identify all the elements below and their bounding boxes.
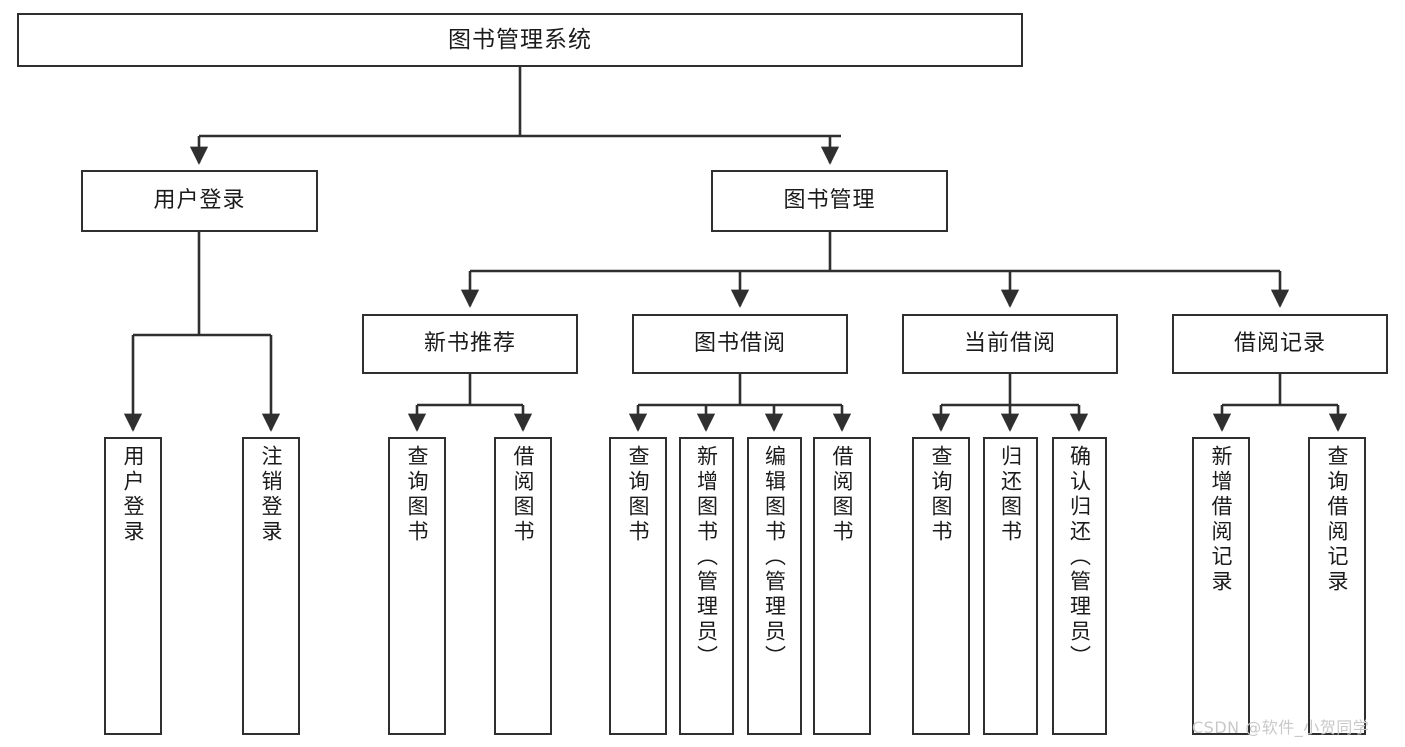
node-user-login[interactable]: 用户登录	[81, 170, 318, 232]
node-leaf-user-login[interactable]: 用户登录	[104, 437, 162, 735]
node-leaf-add-book-label: 新增图书（管理员）	[694, 445, 719, 670]
node-new-book-recommend[interactable]: 新书推荐	[362, 314, 578, 374]
node-leaf-logout[interactable]: 注销登录	[242, 437, 300, 735]
node-current-borrow-label: 当前借阅	[963, 331, 1056, 357]
node-root[interactable]: 图书管理系统	[17, 13, 1023, 67]
node-root-label: 图书管理系统	[448, 26, 592, 53]
node-leaf-edit-book[interactable]: 编辑图书（管理员）	[747, 437, 802, 735]
node-leaf-add-book[interactable]: 新增图书（管理员）	[679, 437, 734, 735]
node-leaf-add-record-label: 新增借阅记录	[1209, 445, 1234, 595]
node-leaf-logout-label: 注销登录	[259, 445, 284, 545]
node-leaf-confirm-return-label: 确认归还（管理员）	[1067, 445, 1092, 670]
node-leaf-query-book-1[interactable]: 查询图书	[388, 437, 446, 735]
node-leaf-borrow-book-2-label: 借阅图书	[830, 445, 855, 545]
node-leaf-edit-book-label: 编辑图书（管理员）	[762, 445, 787, 670]
node-leaf-return-book[interactable]: 归还图书	[983, 437, 1038, 735]
node-new-book-recommend-label: 新书推荐	[423, 331, 516, 357]
node-book-manage[interactable]: 图书管理	[711, 170, 948, 232]
node-leaf-query-book-1-label: 查询图书	[405, 445, 430, 545]
node-leaf-borrow-book-1[interactable]: 借阅图书	[494, 437, 552, 735]
node-leaf-query-book-2[interactable]: 查询图书	[609, 437, 667, 735]
node-leaf-confirm-return[interactable]: 确认归还（管理员）	[1052, 437, 1107, 735]
node-leaf-query-record[interactable]: 查询借阅记录	[1308, 437, 1366, 735]
node-book-manage-label: 图书管理	[783, 188, 876, 214]
node-book-borrow-label: 图书借阅	[693, 331, 786, 357]
node-leaf-query-book-2-label: 查询图书	[626, 445, 651, 545]
node-user-login-label: 用户登录	[153, 188, 246, 214]
node-leaf-query-record-label: 查询借阅记录	[1325, 445, 1350, 595]
node-leaf-query-book-3-label: 查询图书	[929, 445, 954, 545]
node-leaf-borrow-book-2[interactable]: 借阅图书	[813, 437, 871, 735]
node-borrow-record-label: 借阅记录	[1233, 331, 1326, 357]
node-leaf-borrow-book-1-label: 借阅图书	[511, 445, 536, 545]
node-leaf-return-book-label: 归还图书	[998, 445, 1023, 545]
node-borrow-record[interactable]: 借阅记录	[1172, 314, 1388, 374]
csdn-watermark: CSDN @软件_小贺同学	[1192, 718, 1370, 737]
node-leaf-add-record[interactable]: 新增借阅记录	[1192, 437, 1250, 735]
node-book-borrow[interactable]: 图书借阅	[632, 314, 848, 374]
node-current-borrow[interactable]: 当前借阅	[902, 314, 1118, 374]
node-leaf-user-login-label: 用户登录	[121, 445, 146, 545]
node-leaf-query-book-3[interactable]: 查询图书	[912, 437, 970, 735]
